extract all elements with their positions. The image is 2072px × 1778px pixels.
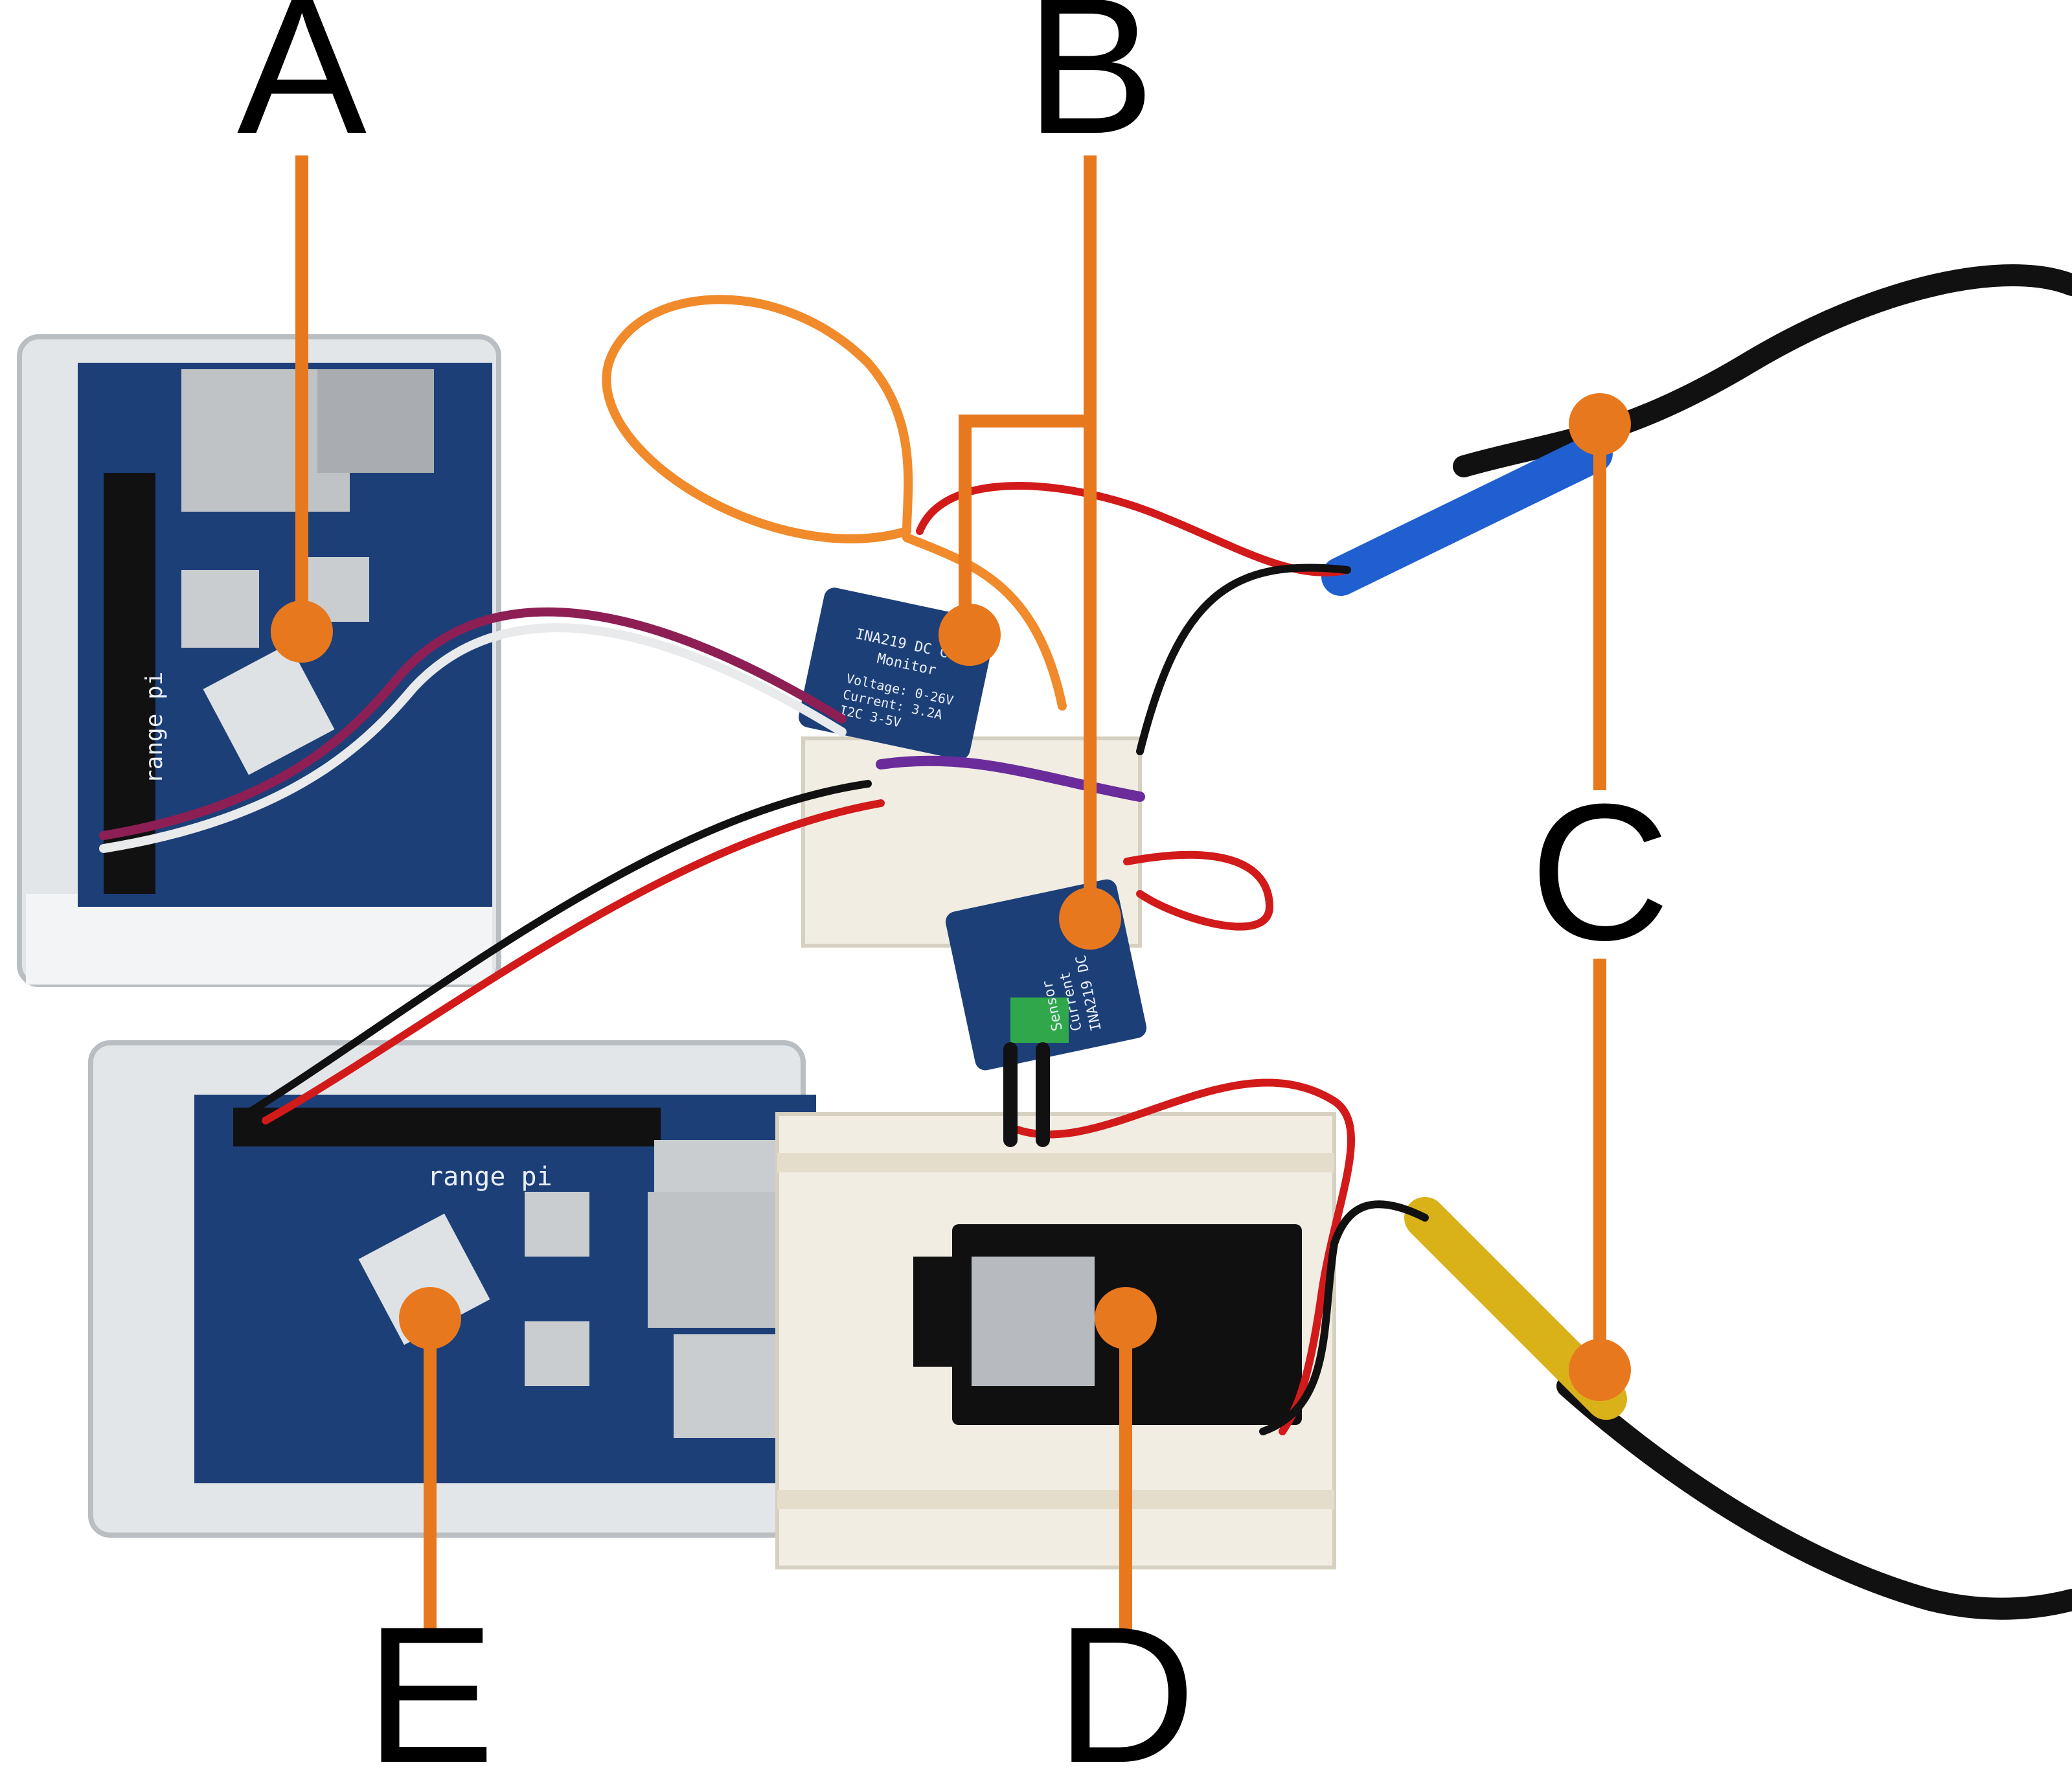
- label-a: A: [237, 0, 368, 174]
- label-d: D: [1056, 1586, 1196, 1778]
- callout-a: [271, 155, 333, 663]
- orange-pi-e-case: range pi: [88, 1040, 816, 1538]
- screw-terminal-icon: [1010, 997, 1069, 1043]
- heatsink-icon: [525, 1192, 589, 1257]
- callout-dot: [399, 1287, 461, 1349]
- callout-d: [1095, 1287, 1157, 1629]
- usb-port-icon: [317, 369, 434, 473]
- label-c: C: [1530, 763, 1670, 981]
- callout-dot: [1095, 1287, 1157, 1349]
- callout-dot: [939, 604, 1001, 666]
- label-e: E: [365, 1586, 495, 1778]
- power-cable-top: [1453, 264, 2072, 477]
- heatsink-icon: [525, 1321, 589, 1386]
- orange-pi-a-case: range pi: [17, 334, 501, 987]
- usb-port-icon: [674, 1334, 790, 1438]
- orange-pi-e-logo-text: range pi: [427, 1162, 552, 1192]
- callout-dot: [271, 600, 333, 663]
- gpio-header-icon: [233, 1108, 661, 1146]
- callouts: [271, 155, 1631, 1632]
- ethernet-port-icon: [648, 1192, 790, 1328]
- jumper-wires: [99, 295, 1429, 1435]
- orange-pi-a-logo-text: range pi: [141, 672, 168, 784]
- callout-dot: [1059, 887, 1121, 950]
- callout-dot: [1569, 393, 1631, 455]
- callout-dot: [1569, 1339, 1631, 1401]
- blue-tape: [1321, 434, 1613, 596]
- callout-b: [939, 155, 1121, 950]
- heatsink-icon: [203, 643, 335, 775]
- label-b: B: [1025, 0, 1155, 174]
- callout-e: [399, 1287, 461, 1632]
- esp32-module-icon: [972, 1257, 1095, 1386]
- power-cable-bottom: [1556, 1375, 2072, 1620]
- callout-c: [1569, 393, 1631, 1401]
- heatsink-icon: [181, 570, 259, 648]
